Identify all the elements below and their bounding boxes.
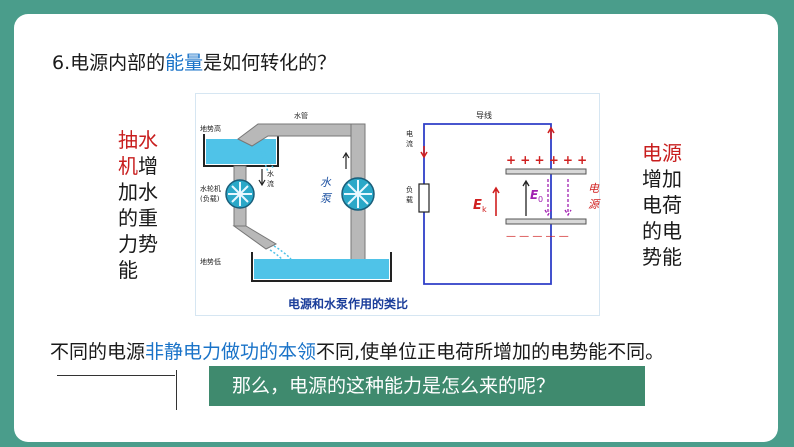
label-turbine-sub: (负载) bbox=[200, 194, 220, 203]
right-note-red: 电源 bbox=[642, 141, 682, 165]
title-suffix: 是如何转化的？ bbox=[203, 52, 337, 74]
minus-signs: — — — — — bbox=[506, 231, 569, 242]
left-note: 抽水机增加水的重力势能 bbox=[118, 127, 174, 283]
load-resistor bbox=[418, 183, 430, 213]
pump-blades bbox=[344, 180, 372, 208]
ek-arrow bbox=[492, 186, 500, 216]
e0-arrow-2 bbox=[544, 179, 552, 217]
decorative-divider bbox=[176, 370, 177, 410]
turbine-blades bbox=[228, 182, 252, 206]
water-spray-bottom bbox=[269, 245, 292, 265]
analogy-figure: 地势高 地势低 水管 水轮机 (负载) 水 流 水 泵 + + + + + + … bbox=[195, 93, 601, 316]
label-source-2: 源 bbox=[588, 198, 601, 211]
circuit-wire bbox=[423, 123, 552, 285]
current-arrow-down bbox=[420, 146, 428, 159]
analogy-diagram: 地势高 地势低 水管 水轮机 (负载) 水 流 水 泵 + + + + + + … bbox=[200, 110, 601, 311]
label-load-2: 载 bbox=[406, 195, 413, 204]
label-current-1: 电 bbox=[406, 129, 413, 138]
question-title: 6.电源内部的能量是如何转化的？ bbox=[52, 48, 336, 75]
top-pipe bbox=[237, 123, 352, 147]
label-wire: 导线 bbox=[476, 110, 492, 120]
title-highlight: 能量 bbox=[165, 52, 204, 74]
flow-arrow-down bbox=[258, 169, 266, 187]
decorative-line bbox=[57, 375, 175, 376]
plus-signs: + + + + + + bbox=[506, 153, 587, 167]
label-source-1: 电 bbox=[588, 182, 600, 195]
lower-tank bbox=[251, 252, 392, 282]
question-banner: 那么，电源的这种能力是怎么来的呢？ bbox=[209, 366, 645, 406]
figure-caption: 电源和水泵作用的类比 bbox=[288, 296, 408, 311]
negative-plate bbox=[505, 218, 587, 225]
conclusion-highlight: 非静电力做功的本领 bbox=[145, 341, 317, 363]
label-flow-2: 流 bbox=[267, 179, 274, 188]
label-ek-sub: k bbox=[482, 205, 487, 214]
water-spray-top bbox=[259, 149, 275, 173]
conclusion-suffix: 不同,使单位正电荷所增加的电势能不同。 bbox=[316, 341, 665, 363]
label-ek: E bbox=[473, 198, 482, 213]
label-load-1: 负 bbox=[406, 185, 413, 194]
positive-plate bbox=[505, 168, 587, 175]
e0-arrow-1 bbox=[522, 179, 530, 216]
e0-arrow-3 bbox=[564, 179, 572, 217]
upper-tank-water bbox=[206, 139, 276, 164]
conclusion-prefix: 不同的电源 bbox=[50, 341, 146, 363]
label-pump-2: 泵 bbox=[320, 192, 333, 205]
lower-tank-water bbox=[254, 259, 389, 279]
title-prefix: 6.电源内部的 bbox=[52, 52, 166, 74]
label-e0-sub: 0 bbox=[538, 195, 543, 204]
label-high: 地势高 bbox=[200, 124, 221, 133]
outlet-pipe bbox=[232, 225, 278, 250]
conclusion-text: 不同的电源非静电力做功的本领不同,使单位正电荷所增加的电势能不同。 bbox=[50, 337, 664, 364]
label-current-2: 流 bbox=[406, 139, 413, 148]
label-e0: E bbox=[530, 188, 539, 202]
left-note-black: 增加水的重力势能 bbox=[118, 154, 158, 282]
label-flow-1: 水 bbox=[267, 169, 274, 178]
label-pump-1: 水 bbox=[320, 176, 332, 189]
pump-arrow-up bbox=[342, 151, 350, 169]
right-note-black: 增加电荷的电势能 bbox=[642, 167, 682, 269]
current-arrow-up bbox=[547, 126, 555, 139]
label-pipe: 水管 bbox=[294, 111, 308, 120]
label-turbine: 水轮机 bbox=[200, 184, 221, 193]
banner-text: 那么，电源的这种能力是怎么来的呢？ bbox=[232, 375, 556, 397]
left-note-red: 抽水机 bbox=[118, 128, 158, 178]
label-low: 地势低 bbox=[200, 257, 221, 266]
right-note: 电源增加电荷的电势能 bbox=[642, 140, 692, 270]
